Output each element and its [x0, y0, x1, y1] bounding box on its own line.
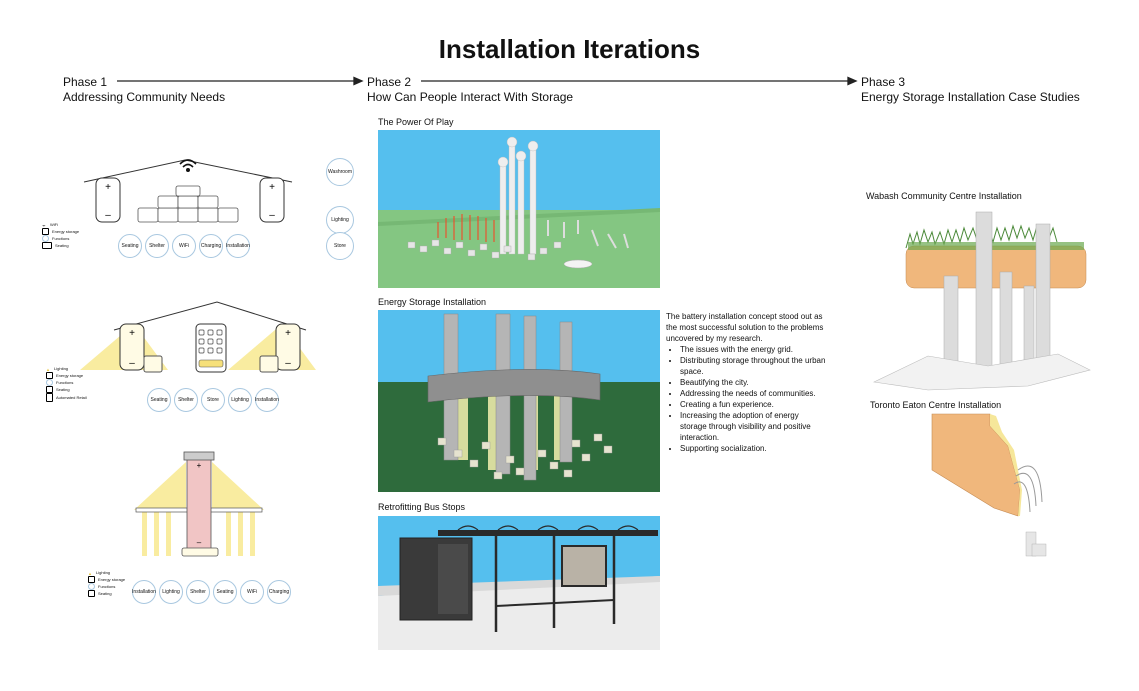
phase1-diagram-2-functions: Seating Shelter Store Lighting Installat… [147, 388, 279, 412]
phase-1-subtitle: Addressing Community Needs [63, 90, 226, 104]
svg-text:–: – [197, 538, 202, 547]
phase3-caption-1: Wabash Community Centre Installation [866, 191, 1022, 201]
note-item: The issues with the energy grid. [680, 344, 826, 355]
phase1-diagram-1-functions: Seating Shelter WiFi Charging Installati… [118, 234, 250, 258]
wabash-render [872, 211, 1091, 391]
phase-1-heading: Phase 1 Addressing Community Needs [63, 75, 225, 105]
phase-3-heading: Phase 3 Energy Storage Installation Case… [861, 75, 1080, 105]
phase-arrows [117, 76, 858, 86]
power-of-play-render [378, 130, 660, 288]
function-bubble: Installation [255, 388, 279, 412]
function-bubble: WiFi [172, 234, 196, 258]
phase-2-subtitle: How Can People Interact With Storage [367, 90, 574, 104]
phase-1-number: Phase 1 [63, 75, 108, 89]
page-title: Installation Iterations [438, 34, 701, 64]
phase1-diagram-2-sketch: + – + – [80, 301, 316, 373]
note-item: Addressing the needs of communities. [680, 388, 826, 399]
installation-notes: The battery installation concept stood o… [666, 311, 826, 454]
function-bubble: WiFi [240, 580, 264, 604]
function-bubble: Charging [199, 234, 223, 258]
eaton-centre-render [931, 413, 1047, 557]
function-bubble: Seating [118, 234, 142, 258]
svg-text:+: + [197, 461, 202, 470]
note-item: Distributing storage throughout the urba… [680, 355, 826, 377]
phase1-diagram-3-functions: Installation Lighting Shelter Seating Wi… [132, 580, 291, 604]
phase-3-subtitle: Energy Storage Installation Case Studies [861, 90, 1080, 104]
note-item: Increasing the adoption of energy storag… [680, 410, 826, 443]
svg-text:+: + [285, 328, 291, 339]
note-item: Creating a fun experience. [680, 399, 826, 410]
phase3-caption-2: Toronto Eaton Centre Installation [870, 400, 1002, 410]
phase2-caption-1: The Power Of Play [378, 117, 454, 127]
phase2-caption-2: Energy Storage Installation [378, 297, 487, 307]
phase1-diagram-3-legend: ▲Lighting Energy storage Functions Seati… [88, 570, 126, 597]
energy-storage-installation-render [378, 310, 660, 492]
svg-text:+: + [129, 328, 135, 339]
wifi-icon [179, 159, 197, 172]
side-bubble-store: Store [326, 232, 354, 260]
phase-2-heading: Phase 2 How Can People Interact With Sto… [367, 75, 573, 105]
svg-text:+: + [269, 182, 275, 193]
side-bubble-washroom: Washroom [326, 158, 354, 186]
phase1-diagram-3-sketch: + – [134, 451, 264, 557]
svg-text:–: – [105, 210, 111, 221]
note-item: Beautifying the city. [680, 377, 826, 388]
svg-text:–: – [129, 358, 135, 369]
function-bubble: Installation [132, 580, 156, 604]
function-bubble: Charging [267, 580, 291, 604]
function-bubble: Shelter [145, 234, 169, 258]
function-bubble: Seating [147, 388, 171, 412]
notes-list: The issues with the energy grid. Distrib… [666, 344, 826, 454]
svg-text:–: – [269, 210, 275, 221]
phase1-diagram-1-sketch: + – + – [83, 159, 293, 223]
function-bubble: Shelter [186, 580, 210, 604]
function-bubble: Installation [226, 234, 250, 258]
svg-text:+: + [105, 182, 111, 193]
function-bubble: Lighting [228, 388, 252, 412]
function-bubble: Store [201, 388, 225, 412]
function-bubble: Seating [213, 580, 237, 604]
phase-2-number: Phase 2 [367, 75, 412, 89]
notes-intro: The battery installation concept stood o… [666, 312, 824, 343]
function-bubble: Lighting [159, 580, 183, 604]
phase1-diagram-2-legend: ▲Lighting Energy storage Functions Seati… [46, 366, 87, 402]
note-item: Supporting socialization. [680, 443, 826, 454]
svg-text:–: – [285, 358, 291, 369]
side-bubble-lighting: Lighting [326, 206, 354, 234]
bus-stop-render [378, 516, 660, 650]
function-bubble: Shelter [174, 388, 198, 412]
phase2-caption-3: Retrofitting Bus Stops [378, 502, 466, 512]
phase-3-number: Phase 3 [861, 75, 906, 89]
